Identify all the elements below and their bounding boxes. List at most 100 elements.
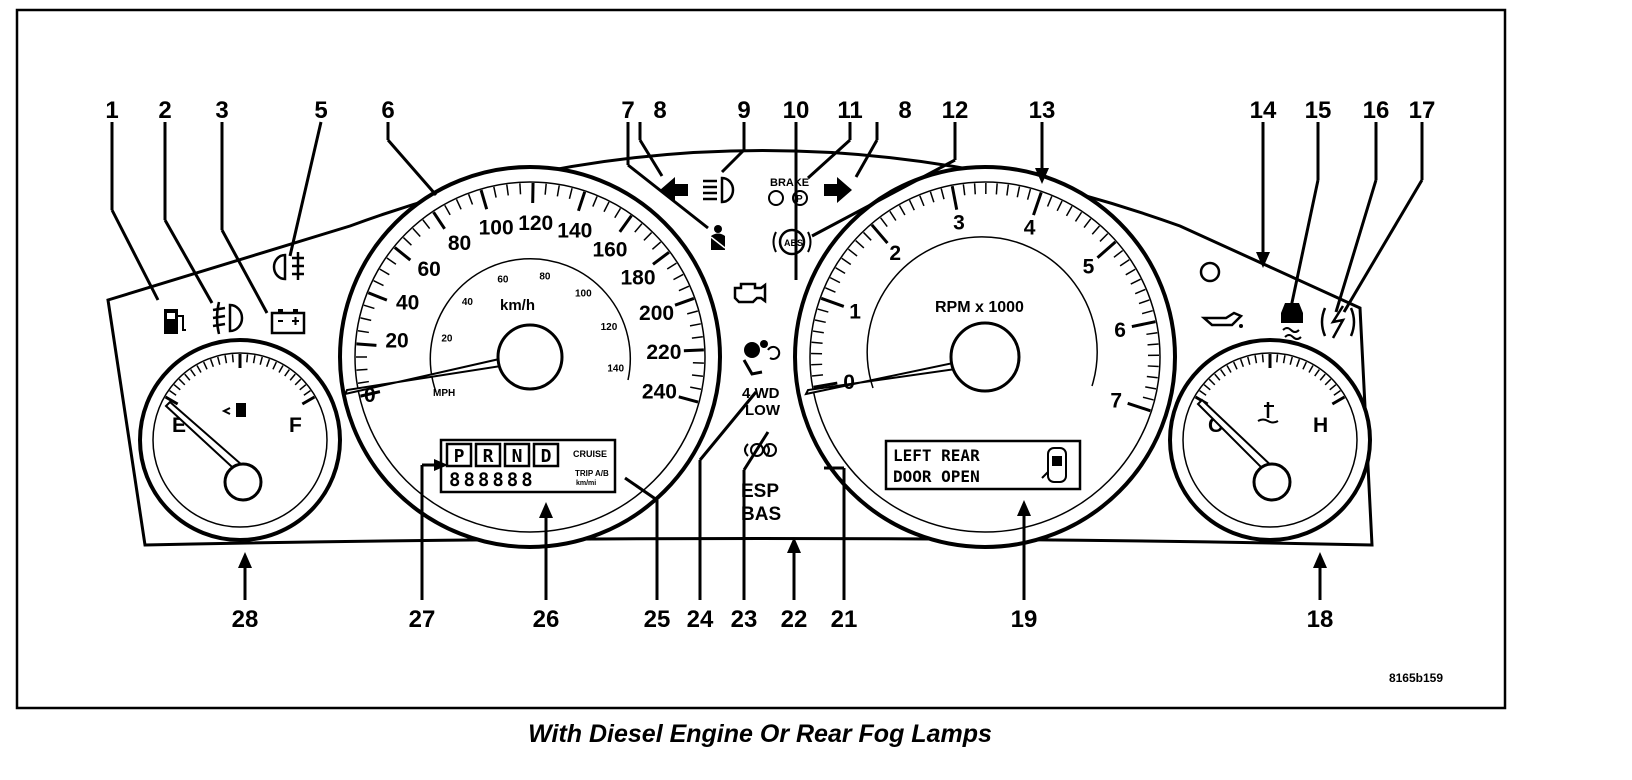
front-fog-lamp-icon: [212, 301, 244, 335]
temp-gauge-tick: [1232, 361, 1238, 370]
caption: With Diesel Engine Or Rear Fog Lamps: [528, 720, 992, 748]
temp-gauge-tick: [1314, 369, 1320, 377]
fuel-gauge-tick: [289, 373, 296, 381]
speedometer-tick: [386, 257, 397, 265]
tachometer-tick: [1134, 288, 1146, 295]
callout-7: 7: [621, 97, 634, 124]
fuel-gauge-tick: [164, 395, 179, 406]
callout-2: 2: [158, 97, 171, 124]
trip-label: TRIP A/B: [575, 469, 609, 478]
fuel-gauge-tick: [231, 354, 234, 363]
tachometer-label: 3: [953, 211, 965, 234]
callout-12: 12: [942, 97, 969, 124]
tachometer-tick: [1130, 278, 1141, 285]
fuel-gauge-tick: [209, 358, 215, 367]
speedometer-tick: [634, 223, 643, 233]
fuel-gauge-tick: [202, 361, 208, 370]
speedometer-tick: [666, 262, 677, 270]
gear-letter: P: [454, 446, 465, 467]
traction-control-icon: [1281, 303, 1303, 340]
callout-numbers: 1 2 3 5 6 7 8 9 10 11 8 12 13 14 15 16 1…: [105, 97, 1435, 633]
speedometer-tick: [614, 207, 622, 219]
tachometer-tick: [1138, 299, 1150, 305]
speedometer-tick: [678, 285, 690, 292]
temp-gauge-tick: [1308, 365, 1314, 373]
speedometer-tick: [674, 297, 695, 307]
speedometer-tick: [363, 304, 375, 310]
speedometer-tick: [422, 219, 431, 230]
fuel-gauge-tick: [259, 356, 263, 365]
callout-13: 13: [1029, 97, 1056, 124]
temp-gauge-tick: [1289, 356, 1293, 365]
temp-gauge-tick: [1226, 365, 1232, 373]
tachometer-inner-ring: [809, 181, 1161, 533]
speedometer-tick: [683, 348, 704, 353]
callout-10: 10: [783, 97, 810, 124]
brake-label: BRAKE: [770, 177, 809, 189]
fuel-hub: [223, 462, 263, 502]
speedometer-tick: [455, 198, 462, 210]
gear-letter: R: [483, 446, 494, 467]
esp-label: ESP: [741, 481, 779, 502]
gear-letter: N: [512, 446, 523, 467]
tachometer-tick: [1046, 196, 1053, 207]
tachometer-label: 5: [1083, 256, 1095, 279]
front-fog-small-icon: [744, 443, 777, 457]
abs-icon: ABS: [772, 228, 812, 256]
tachometer-tick: [919, 195, 925, 207]
speedometer-tick: [356, 342, 377, 347]
speedometer-tick: [556, 185, 560, 197]
speedometer-tick: [643, 232, 653, 241]
speedometer-tick: [652, 251, 670, 266]
tachometer-tick: [855, 240, 865, 249]
tachometer-tick: [1146, 375, 1158, 379]
speedometer-kmh-label: 240: [642, 381, 677, 404]
temp-gauge-tick: [1329, 384, 1337, 391]
tachometer-tick: [1006, 184, 1010, 196]
temp-hot-label: H: [1313, 414, 1328, 437]
tachometer-tick: [1096, 240, 1117, 259]
tachometer-tick: [1125, 268, 1136, 276]
tachometer-tick: [812, 330, 824, 334]
door-open-car-icon: [1041, 447, 1067, 483]
speedometer-tick: [367, 291, 388, 302]
callout-16: 16: [1363, 97, 1390, 124]
callout-8-left: 8: [653, 97, 666, 124]
tachometer-tick: [940, 188, 945, 200]
speedometer-tick: [393, 246, 412, 262]
fuel-gauge-tick: [252, 355, 256, 364]
tachometer-tick: [1131, 320, 1156, 329]
speedometer-kmh-label: 80: [448, 232, 471, 255]
callout-21: 21: [831, 606, 858, 633]
tachometer-tick: [1083, 218, 1092, 229]
temp-gauge-inner-ring: [1182, 352, 1358, 528]
right-turn-signal-icon: [824, 177, 852, 203]
temp-gauge-tick: [1282, 355, 1286, 364]
speedometer-mph-unit: MPH: [433, 388, 455, 399]
speedometer-kmh-unit: km/h: [500, 297, 535, 314]
tachometer-tick: [862, 231, 872, 241]
tachometer-tick: [1142, 396, 1154, 401]
speedometer-kmh-label: 220: [646, 341, 681, 364]
tachometer-tick: [1016, 186, 1021, 198]
temp-gauge-tick: [1247, 356, 1251, 365]
speedometer-tick: [519, 183, 522, 195]
speedometer-kmh-label: 200: [639, 302, 674, 325]
callout-25: 25: [644, 606, 671, 633]
temp-gauge-tick: [1199, 390, 1207, 396]
low-fuel-icon: [164, 309, 186, 334]
gear-letter: D: [541, 446, 552, 467]
speedometer-kmh-label: 140: [557, 220, 592, 243]
fuel-full-label: F: [289, 414, 302, 437]
tachometer-tick: [817, 308, 829, 313]
four-wd-label: 4 WD: [742, 385, 780, 402]
speedometer-tick: [479, 189, 489, 210]
speedometer-tick: [506, 184, 509, 196]
tachometer-tick: [973, 183, 977, 195]
gear-box: [532, 442, 560, 468]
fuel-gauge-tick: [265, 358, 271, 367]
tachometer-inner-arc: [866, 236, 1098, 389]
speedometer-hub: [496, 323, 564, 391]
airbag-icon: [742, 340, 781, 376]
speedometer-tick: [603, 201, 610, 213]
